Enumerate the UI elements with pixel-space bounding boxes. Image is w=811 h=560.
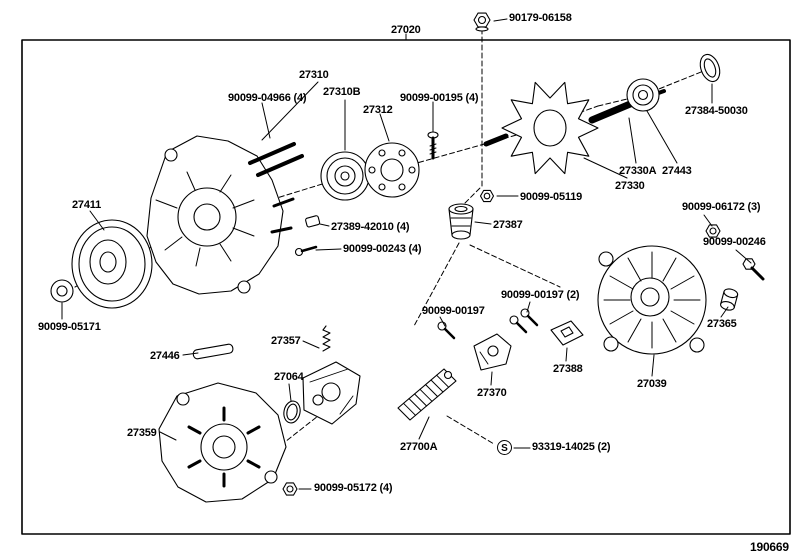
part-label-27020: 27020 [391, 24, 421, 36]
bearing-27310b-shape [320, 151, 370, 201]
stud-90099-04966-shape [248, 142, 304, 177]
pulley-27411-shape [71, 219, 153, 309]
drawing-number: 190669 [750, 540, 789, 554]
nut-90099-06172-shape [705, 224, 721, 238]
screw-90099-00195-shape [427, 131, 439, 160]
part-label-90099-05172: 90099-05172 (4) [314, 482, 393, 494]
brush-holder-27357-shape [302, 325, 361, 425]
part-label-90099-00246: 90099-00246 [703, 236, 766, 248]
rectifier-27700a-shape [397, 368, 457, 421]
bolt-90099-00246-shape [742, 258, 765, 281]
connector-27388-shape [550, 320, 584, 346]
part-label-90099-00197-pair: 90099-00197 (2) [501, 289, 580, 301]
part-label-27330a: 27330A [619, 165, 657, 177]
nut-90179-06158-shape [473, 12, 491, 32]
rear-bracket-27359-shape [158, 382, 287, 503]
leader-lines [61, 18, 752, 490]
nut-90099-05119-shape [479, 189, 495, 203]
part-label-90099-00243: 90099-00243 (4) [343, 243, 422, 255]
insulator-27387-shape [448, 203, 474, 240]
part-label-27365: 27365 [707, 318, 737, 330]
part-label-90099-05119: 90099-05119 [520, 191, 583, 203]
screw-90099-00197-shape [437, 321, 456, 340]
spacer-27365-shape [720, 288, 739, 311]
rear-cover-27039-shape [597, 245, 707, 355]
part-label-27411: 27411 [72, 199, 101, 211]
part-label-27443: 27443 [662, 165, 692, 177]
terminal-27446-shape [192, 343, 234, 360]
part-label-90099-00197: 90099-00197 [422, 305, 485, 317]
nut-90099-05171-shape [50, 279, 74, 303]
part-label-90099-05171: 90099-05171 [38, 321, 101, 333]
regulator-27370-shape [473, 333, 512, 371]
bolt-90099-00243-shape [294, 245, 318, 257]
part-label-27359: 27359 [127, 427, 157, 439]
part-label-27384-50030: 27384-50030 [685, 105, 748, 117]
part-label-90099-00195: 90099-00195 (4) [400, 92, 479, 104]
part-label-27310: 27310 [299, 69, 329, 81]
screw-90099-00197-pair-shape [509, 308, 539, 334]
screw-symbol-s: S [497, 440, 512, 455]
part-label-27330: 27330 [615, 180, 645, 192]
part-label-27039: 27039 [637, 378, 667, 390]
clip-27389-42010-shape [305, 215, 321, 228]
nut-90099-05172-shape [282, 482, 298, 496]
oring-27064-shape [283, 400, 301, 424]
part-label-90099-04966: 90099-04966 (4) [228, 92, 307, 104]
part-label-27389-42010: 27389-42010 (4) [331, 221, 410, 233]
part-label-27312: 27312 [363, 104, 393, 116]
retainer-plate-27312-shape [364, 142, 420, 198]
part-label-27310b: 27310B [323, 86, 361, 98]
part-label-93319-14025: 93319-14025 (2) [532, 441, 611, 453]
part-label-27357: 27357 [271, 335, 301, 347]
part-label-27446: 27446 [150, 350, 180, 362]
collar-27384-50030-shape [699, 53, 721, 83]
part-label-90179-06158: 90179-06158 [509, 12, 572, 24]
part-label-27387: 27387 [493, 219, 523, 231]
part-label-27064: 27064 [274, 371, 304, 383]
front-bracket-27310-shape [146, 135, 295, 295]
part-label-90099-06172: 90099-06172 (3) [682, 201, 761, 213]
part-label-27700a: 27700A [400, 441, 438, 453]
part-label-27388: 27388 [553, 363, 583, 375]
bearing-27443-shape [626, 78, 660, 112]
part-label-27370: 27370 [477, 387, 507, 399]
